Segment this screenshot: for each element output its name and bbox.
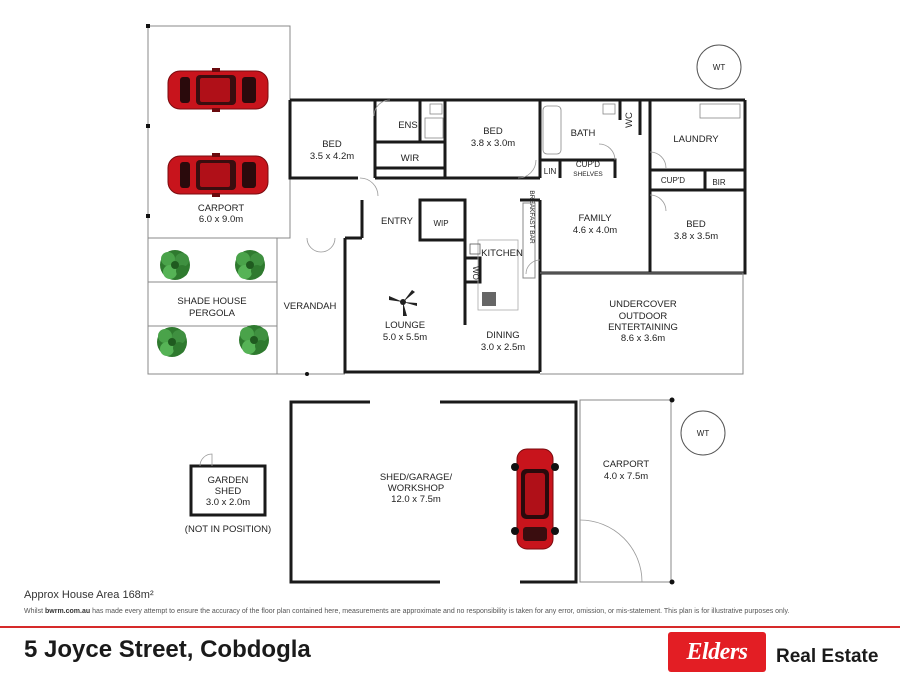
elders-logo: Elders — [668, 632, 766, 672]
undercover-dims: 8.6 x 3.6m — [621, 333, 665, 344]
wip-label: WIP — [433, 219, 448, 228]
carport-rear-label: CARPORT — [603, 459, 649, 470]
garden-shed-line2: SHED — [215, 486, 242, 497]
dining-dims: 3.0 x 2.5m — [481, 342, 525, 353]
water-tank-label: WT — [713, 63, 726, 72]
laundry-label: LAUNDRY — [673, 134, 719, 145]
undercover-line2: OUTDOOR — [619, 311, 668, 322]
pergola-label: PERGOLA — [189, 308, 236, 319]
garden-shed-dims: 3.0 x 2.0m — [206, 497, 250, 508]
car-icon — [167, 152, 269, 198]
shelves-label: SHELVES — [573, 171, 603, 178]
wc-top-label: WC — [624, 112, 635, 128]
garden-shed: GARDEN SHED 3.0 x 2.0m (NOT IN POSITION) — [185, 453, 271, 535]
outdoor-areas — [147, 238, 744, 376]
plant-icon — [235, 250, 265, 280]
kitchen-label: KITCHEN — [481, 248, 523, 259]
disclaimer: Whilst bwrm.com.au has made every attemp… — [24, 608, 789, 615]
plant-icon — [160, 250, 190, 280]
bir-label: BIR — [712, 178, 726, 187]
shed-dims: 12.0 x 7.5m — [391, 494, 441, 505]
bed2-dims: 3.8 x 3.0m — [471, 138, 515, 149]
wir-label: WIR — [401, 153, 420, 164]
ceiling-fan-icon — [389, 290, 417, 316]
plant-icon — [239, 325, 269, 355]
bed1-label: BED — [322, 139, 342, 150]
carport-main: CARPORT 6.0 x 9.0m — [146, 24, 291, 239]
carport-main-dims: 6.0 x 9.0m — [199, 214, 243, 225]
disclaimer-site: bwrm.com.au — [45, 608, 91, 615]
shed-line2: WORKSHOP — [388, 483, 444, 494]
floor-plan: CARPORT 6.0 x 9.0m WT — [146, 24, 747, 585]
house-area: Approx House Area 168m² — [24, 589, 154, 601]
carport-rear-dims: 4.0 x 7.5m — [604, 471, 648, 482]
bath-label: BATH — [571, 128, 596, 139]
brand-suffix: Real Estate — [776, 646, 879, 667]
house-walls — [288, 98, 747, 374]
dining-label: DINING — [486, 330, 519, 341]
carport-rear: CARPORT 4.0 x 7.5m — [579, 397, 675, 585]
lounge-label: LOUNGE — [385, 320, 425, 331]
verandah-label: VERANDAH — [284, 301, 337, 312]
logo-wordmark: Elders — [686, 638, 748, 665]
shade-house-label: SHADE HOUSE — [177, 296, 246, 307]
bed1-dims: 3.5 x 4.2m — [310, 151, 354, 162]
family-dims: 4.6 x 4.0m — [573, 225, 617, 236]
ens-label: ENS — [398, 120, 418, 131]
door-swings — [306, 99, 667, 275]
bed2-label: BED — [483, 126, 503, 137]
disclaimer-prefix: Whilst — [24, 608, 45, 615]
family-label: FAMILY — [578, 213, 612, 224]
plant-icon — [157, 327, 187, 357]
property-address: 5 Joyce Street, Cobdogla — [24, 636, 311, 663]
footer-divider — [0, 626, 900, 628]
breakfast-bar-label: BREAKFAST BAR — [528, 190, 535, 244]
undercover-line1: UNDERCOVER — [609, 299, 677, 310]
shed-garage: SHED/GARAGE/ WORKSHOP 12.0 x 7.5m — [289, 400, 578, 584]
undercover-line3: ENTERTAINING — [608, 322, 678, 333]
wo-label: WO — [471, 266, 480, 280]
lounge-dims: 5.0 x 5.5m — [383, 332, 427, 343]
disclaimer-rest: has made every attempt to ensure the acc… — [90, 608, 790, 615]
garden-shed-line1: GARDEN — [208, 475, 249, 486]
bed3-dims: 3.8 x 3.5m — [674, 231, 718, 242]
car-icon — [510, 448, 560, 550]
entry-label: ENTRY — [381, 216, 414, 227]
water-tank-icon: WT — [696, 44, 742, 90]
cupd-bath-label: CUP'D — [576, 160, 600, 169]
water-tank-icon: WT — [680, 410, 726, 456]
garden-shed-note: (NOT IN POSITION) — [185, 524, 271, 535]
cupd-laundry-label: CUP'D — [661, 176, 685, 185]
lin-label: LIN — [544, 167, 557, 176]
water-tank-label-2: WT — [697, 429, 710, 438]
carport-main-label: CARPORT — [198, 203, 244, 214]
shed-line1: SHED/GARAGE/ — [380, 472, 453, 483]
bed3-label: BED — [686, 219, 706, 230]
car-icon — [167, 67, 269, 113]
